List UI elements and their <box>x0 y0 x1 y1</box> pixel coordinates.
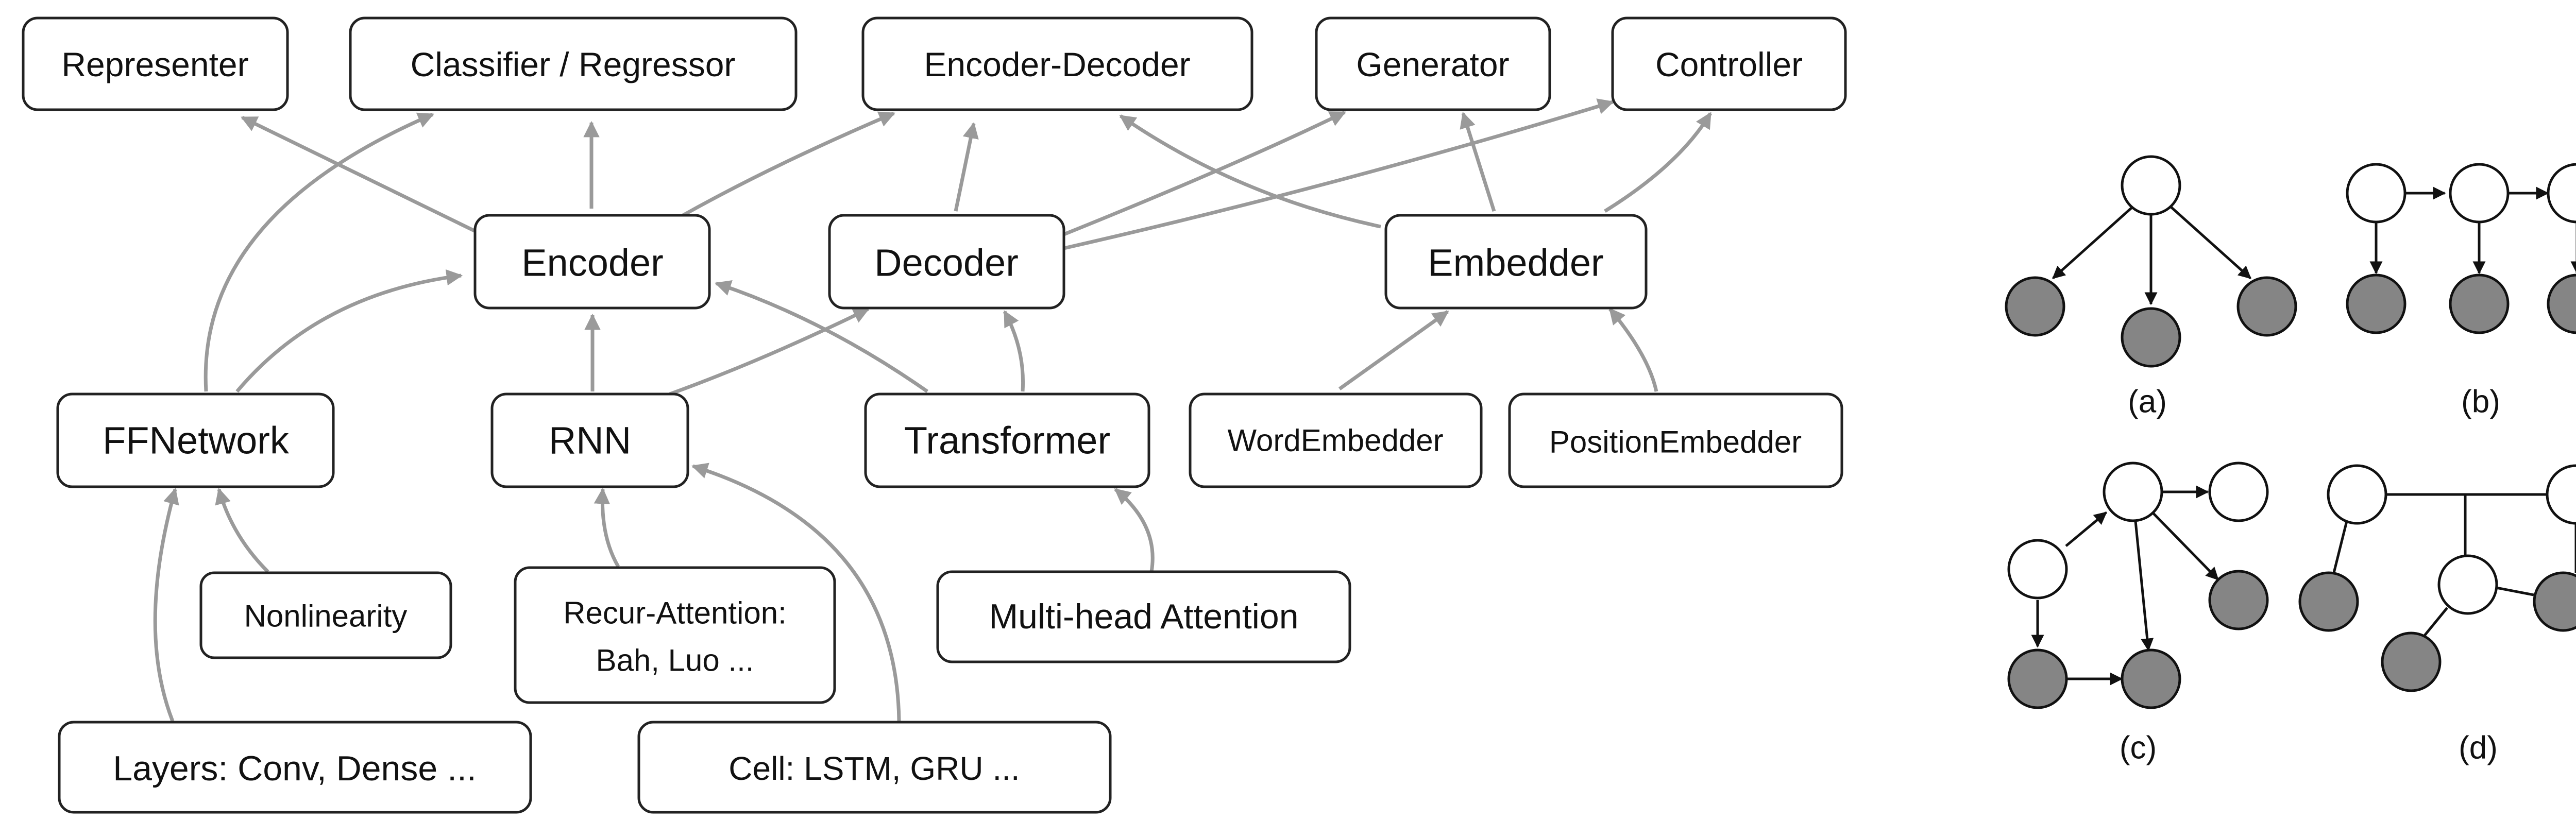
arrow-decoder-encdec <box>954 122 979 212</box>
box-embedder: Embedder <box>1384 214 1648 310</box>
graph-b-node-4 <box>2346 274 2406 334</box>
graph-a-node-mid <box>2121 307 2181 368</box>
box-recur-attention: Recur-Attention: Bah, Luo ... <box>514 566 836 704</box>
label-recur-attention-line2: Bah, Luo ... <box>596 643 754 678</box>
graph-b-node-2 <box>2449 163 2510 224</box>
graph-d-node-bottom <box>2381 631 2442 692</box>
edge-a-root-right <box>2160 197 2251 279</box>
graph-d: (d) <box>2298 464 2576 766</box>
edge-d-center-right <box>2493 586 2534 596</box>
label-position-embedder: PositionEmbedder <box>1549 425 1802 459</box>
box-classifier: Classifier / Regressor <box>349 16 798 111</box>
label-word-embedder: WordEmbedder <box>1227 423 1443 458</box>
graph-c-node-top <box>2103 462 2163 522</box>
edge-c-left-top <box>2065 511 2107 547</box>
edge-d-center-bottom <box>2423 607 2448 637</box>
arrow-layers-ffnetwork <box>153 487 179 722</box>
label-representer: Representer <box>61 45 248 83</box>
graph-d-node-left <box>2298 571 2359 632</box>
graph-b-node-6 <box>2547 274 2576 334</box>
label-multihead-attention: Multi-head Attention <box>989 597 1298 636</box>
graph-c-node-right <box>2208 462 2269 522</box>
caption-b: (b) <box>2461 384 2500 420</box>
label-rnn: RNN <box>549 419 631 462</box>
graph-b-node-5 <box>2449 274 2510 334</box>
arrow-nonlinearity-ffnetwork <box>215 487 269 573</box>
arrow-encoder-encdec <box>680 111 895 218</box>
label-nonlinearity: Nonlinearity <box>244 599 408 634</box>
label-embedder: Embedder <box>1428 242 1603 284</box>
box-word-embedder: WordEmbedder <box>1189 392 1483 488</box>
box-multihead-attention: Multi-head Attention <box>936 570 1351 663</box>
box-controller: Controller <box>1611 16 1847 111</box>
graph-a: (a) <box>2005 155 2297 420</box>
arrow-decoder-generator <box>1063 110 1346 236</box>
arrow-decoder-controller <box>1063 98 1615 250</box>
label-layers: Layers: Conv, Dense ... <box>113 749 477 788</box>
arrow-transformer-encoder <box>715 280 929 393</box>
label-encoder: Encoder <box>521 242 664 284</box>
graph-d-node-right <box>2533 571 2576 632</box>
arrow-embedder-encdec <box>1119 114 1381 229</box>
label-controller: Controller <box>1655 45 1803 83</box>
box-decoder: Decoder <box>828 214 1065 310</box>
graph-c-node-bottom-left <box>2007 648 2068 709</box>
label-encoder-decoder: Encoder-Decoder <box>924 45 1190 83</box>
arrow-cell-rnn <box>691 463 901 722</box>
label-decoder: Decoder <box>874 242 1019 284</box>
caption-a: (a) <box>2128 384 2167 420</box>
edge-a-root-left <box>2052 197 2143 279</box>
box-nonlinearity: Nonlinearity <box>199 571 452 659</box>
arrow-ffnetwork-classifier <box>204 112 434 392</box>
box-position-embedder: PositionEmbedder <box>1508 392 1843 488</box>
label-classifier: Classifier / Regressor <box>411 45 736 83</box>
arrow-recurattention-rnn <box>594 487 620 568</box>
label-generator: Generator <box>1356 45 1509 83</box>
box-layers: Layers: Conv, Dense ... <box>58 721 532 814</box>
box-generator: Generator <box>1315 16 1551 111</box>
arrow-positionembedder-embedder <box>1608 308 1658 392</box>
box-encoder: Encoder <box>473 214 711 310</box>
graph-b-node-3 <box>2547 163 2576 224</box>
graph-d-node-top-right <box>2546 464 2576 525</box>
arrow-rnn-decoder <box>669 307 870 396</box>
label-cell: Cell: LSTM, GRU ... <box>728 750 1020 787</box>
graph-a-node-root <box>2121 155 2181 216</box>
arrow-embedder-controller <box>1604 112 1713 213</box>
module-arrows <box>153 98 1713 722</box>
graph-c-node-bottom-right <box>2121 648 2181 709</box>
label-transformer: Transformer <box>904 419 1110 462</box>
arrow-wordembedder-embedder <box>1338 310 1449 390</box>
arrow-embedder-generator <box>1460 111 1496 212</box>
arrow-transformer-decoder <box>1003 310 1025 392</box>
caption-d: (d) <box>2459 730 2498 766</box>
graph-b-node-1 <box>2346 163 2406 224</box>
graph-a-node-left <box>2005 276 2065 337</box>
edge-c-top-gray <box>2151 511 2219 580</box>
box-representer: Representer <box>22 16 289 111</box>
box-cell: Cell: LSTM, GRU ... <box>637 721 1112 814</box>
arrow-encoder-representer <box>241 115 483 236</box>
arrow-mha-transformer <box>1114 488 1155 572</box>
graph-d-node-top-left <box>2327 464 2387 525</box>
box-ffnetwork: FFNetwork <box>56 392 335 488</box>
graph-d-node-center <box>2437 554 2498 615</box>
caption-c: (c) <box>2120 730 2157 766</box>
arrow-ffnetwork-encoder <box>235 269 463 393</box>
graph-c-node-gray-right <box>2208 570 2269 630</box>
graph-a-node-right <box>2236 276 2297 337</box>
label-ffnetwork: FFNetwork <box>103 419 290 462</box>
label-recur-attention-line1: Recur-Attention: <box>563 596 787 630</box>
box-transformer: Transformer <box>864 392 1150 488</box>
edge-d-tl-gray <box>2332 521 2348 573</box>
box-rnn: RNN <box>490 392 689 488</box>
box-encoder-decoder: Encoder-Decoder <box>861 16 1253 111</box>
graph-b: (b) <box>2346 163 2576 420</box>
graph-c: (c) <box>2007 462 2269 766</box>
edge-c-top-bottom <box>2134 521 2154 652</box>
graph-c-node-left <box>2007 539 2068 600</box>
